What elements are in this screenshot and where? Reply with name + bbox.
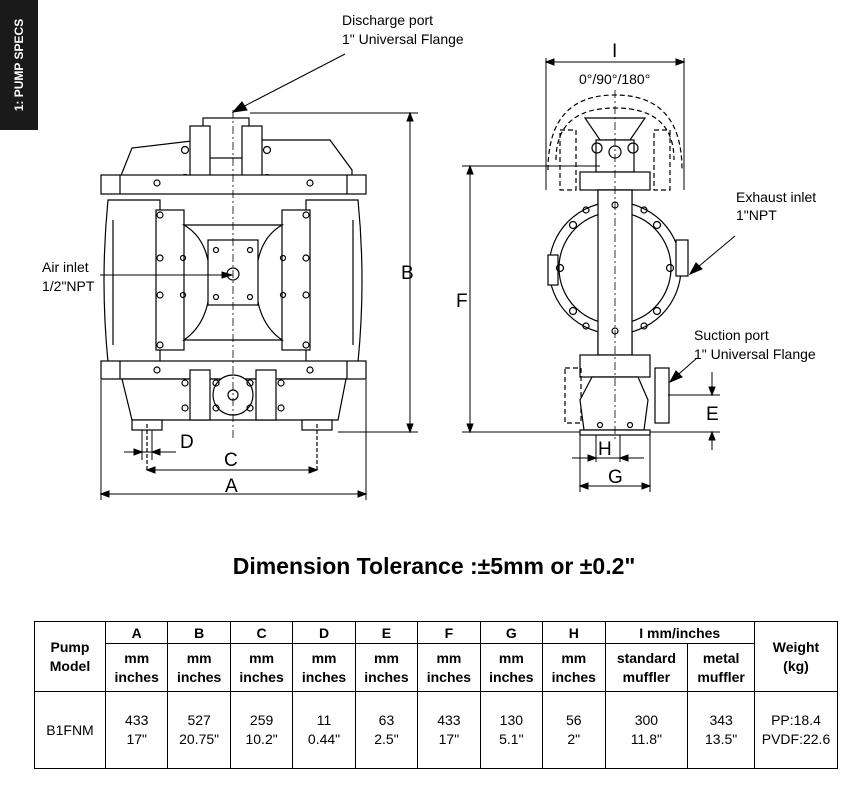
weight-header: Weight (kg) [754,621,838,692]
unit-mm: mm [311,649,337,666]
col-header-i: I mm/inches [604,621,755,644]
dim-b-label: B [401,263,414,284]
value-cell-standard-muffler: 300 11.8" [604,691,689,769]
value-cell-g: 130 5.1" [479,691,544,769]
dim-c-label: C [224,450,238,471]
unit-inches: inches [176,668,222,685]
value-inches: 17" [438,731,460,747]
discharge-label-1: Discharge port [342,12,433,28]
unit-mm: mm [436,649,462,666]
dimension-table: Pump Model A B C D E F G H I mm/inches W… [34,621,838,769]
value-cell-e: 63 2.5" [354,691,419,769]
value-mm: 433 [125,712,149,728]
unit-mm: mm [124,649,150,666]
metal-muffler-header: metal muffler [687,643,755,692]
unit-mm: mm [498,649,524,666]
col-header-h: H [542,621,606,644]
front-view [100,110,367,470]
value-inches: 2.5" [374,731,399,747]
suction-label-1: Suction port [694,327,769,343]
unit-inches: inches [551,668,596,685]
value-cell-d: 11 0.44" [292,691,356,769]
col-header-f: F [417,621,481,644]
unit-cell: mm inches [104,643,169,692]
value-inches: 13.5" [705,731,738,747]
suction-label-2: 1" Universal Flange [694,346,816,362]
front-dimensions [99,53,418,500]
value-inches: 10.2" [245,731,278,747]
value-mm: 56 [565,712,582,728]
unit-inches: inches [239,668,284,685]
dimension-letters: A B C D E F G H I [180,41,719,497]
dim-g-label: G [608,467,623,488]
dim-i-label: I [612,41,617,62]
exhaust-label-2: 1"NPT [736,207,777,223]
unit-cell: mm inches [229,643,294,692]
dim-a-label: A [225,476,238,497]
value-inches: 17" [126,731,147,747]
unit-mm: mm [249,649,275,666]
dimension-tolerance-heading: Dimension Tolerance :±5mm or ±0.2" [232,553,636,579]
value-mm: 343 [709,712,733,728]
value-mm: 11 [316,712,332,728]
col-header-a: A [104,621,169,644]
unit-inches: inches [301,668,347,685]
unit-cell: mm inches [292,643,356,692]
side-dimensions [462,58,736,492]
value-mm: 300 [634,712,659,728]
value-inches: 2" [567,731,581,747]
value-inches: 20.75" [179,731,220,747]
unit-inches: inches [489,668,534,685]
col-header-d: D [292,621,356,644]
col-header-g: G [479,621,544,644]
unit-cell: mm inches [417,643,481,692]
drawing-labels: Discharge port 1" Universal Flange Air i… [42,12,816,362]
unit-inches: inches [426,668,472,685]
standard-muffler-header: standard muffler [604,643,689,692]
unit-inches: inches [114,668,159,685]
value-inches: 5.1" [499,731,524,747]
value-mm: 63 [378,712,395,728]
dim-f-label: F [456,291,468,312]
value-inches: 11.8" [630,731,662,747]
discharge-label-2: 1" Universal Flange [342,31,464,47]
value-mm: 259 [249,712,274,728]
unit-mm: mm [561,649,587,666]
value-cell-weight: PP:18.4 PVDF:22.6 [754,691,838,769]
value-cell-c: 259 10.2" [229,691,294,769]
pump-model-header: Pump Model [34,621,106,692]
value-mm: 433 [437,712,461,728]
value-mm: 130 [499,712,524,728]
air-inlet-label-1: Air inlet [42,259,89,275]
model-cell: B1FNM [34,691,106,769]
unit-cell: mm inches [542,643,606,692]
air-inlet-label-2: 1/2"NPT [42,278,95,294]
unit-cell: mm inches [354,643,419,692]
value-cell-metal-muffler: 343 13.5" [687,691,755,769]
value-mm: 527 [187,712,211,728]
dim-e-label: E [706,404,719,425]
side-view [547,90,689,440]
col-header-e: E [354,621,419,644]
section-tab: 1: PUMP SPECS [0,0,38,130]
unit-mm: mm [374,649,399,666]
unit-mm: mm [186,649,212,666]
rotation-label: 0°/90°/180° [579,71,650,87]
col-header-b: B [167,621,231,644]
pump-dimension-drawing: Discharge port 1" Universal Flange Air i… [42,12,816,500]
dim-d-label: D [180,432,194,453]
exhaust-label-1: Exhaust inlet [736,189,816,205]
unit-inches: inches [364,668,409,685]
unit-cell: mm inches [167,643,231,692]
value-cell-b: 527 20.75" [167,691,231,769]
col-header-c: C [229,621,294,644]
value-inches: 0.44" [307,731,341,747]
unit-cell: mm inches [479,643,544,692]
dim-h-label: H [598,439,612,460]
